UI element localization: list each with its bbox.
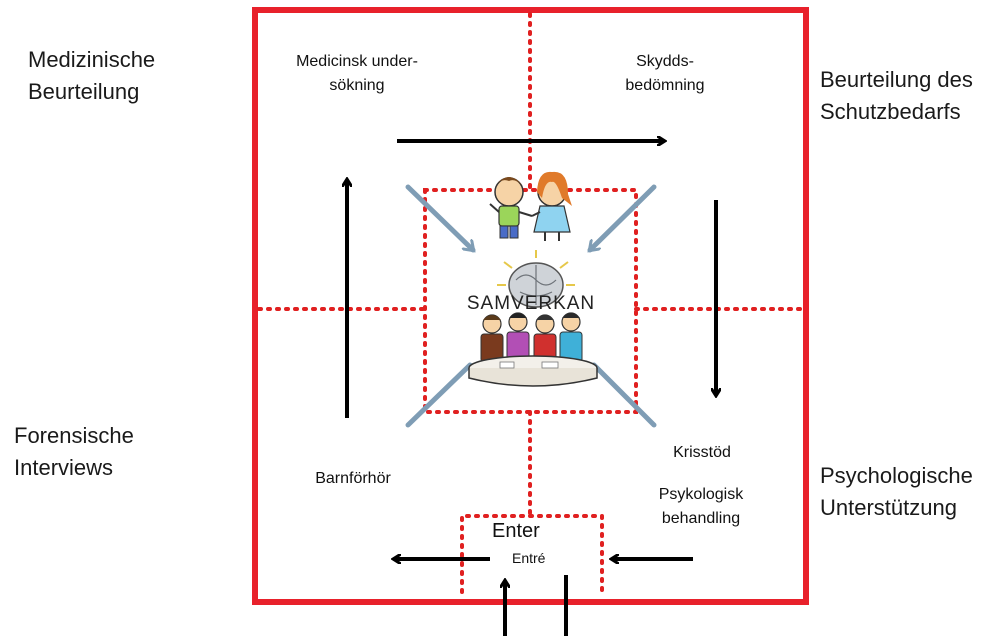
- children-illustration: [489, 171, 572, 241]
- diagonal-arrows: [405, 184, 657, 428]
- flow-arrows: [347, 141, 716, 636]
- center-title: SAMVERKAN: [467, 293, 595, 314]
- meeting-illustration: [468, 312, 598, 387]
- brain-illustration: [497, 250, 575, 308]
- label-psychological-support: Psychologische Unterstützung: [820, 463, 973, 520]
- diag-arrow-top-left: [405, 184, 473, 250]
- outer-frame: [252, 7, 809, 605]
- label-forensic-interviews: Forensische Interviews: [14, 423, 134, 480]
- entry-dotted-box: [460, 514, 604, 594]
- quadrant-dividers: [257, 12, 804, 594]
- label-entry: Entré: [512, 550, 546, 566]
- diag-arrow-top-right: [590, 184, 657, 250]
- label-medical-examination: Medicinsk under- sökning: [296, 53, 418, 94]
- label-enter: Enter: [492, 520, 540, 542]
- label-child-interview: Barnförhör: [315, 470, 391, 487]
- label-medical-assessment: Medizinische Beurteilung: [28, 47, 156, 104]
- label-protection-assessment: Beurteilung des Schutzbedarfs: [820, 67, 973, 124]
- diag-arrow-bottom-left: [405, 362, 473, 428]
- label-protection-evaluation: Skydds- bedömning: [625, 53, 705, 94]
- diag-arrow-bottom-right: [591, 362, 657, 428]
- center-dotted-box: [423, 188, 638, 414]
- label-psychological-treatment: Psykologisk behandling: [658, 486, 744, 527]
- label-crisis-support: Krisstöd: [673, 444, 731, 461]
